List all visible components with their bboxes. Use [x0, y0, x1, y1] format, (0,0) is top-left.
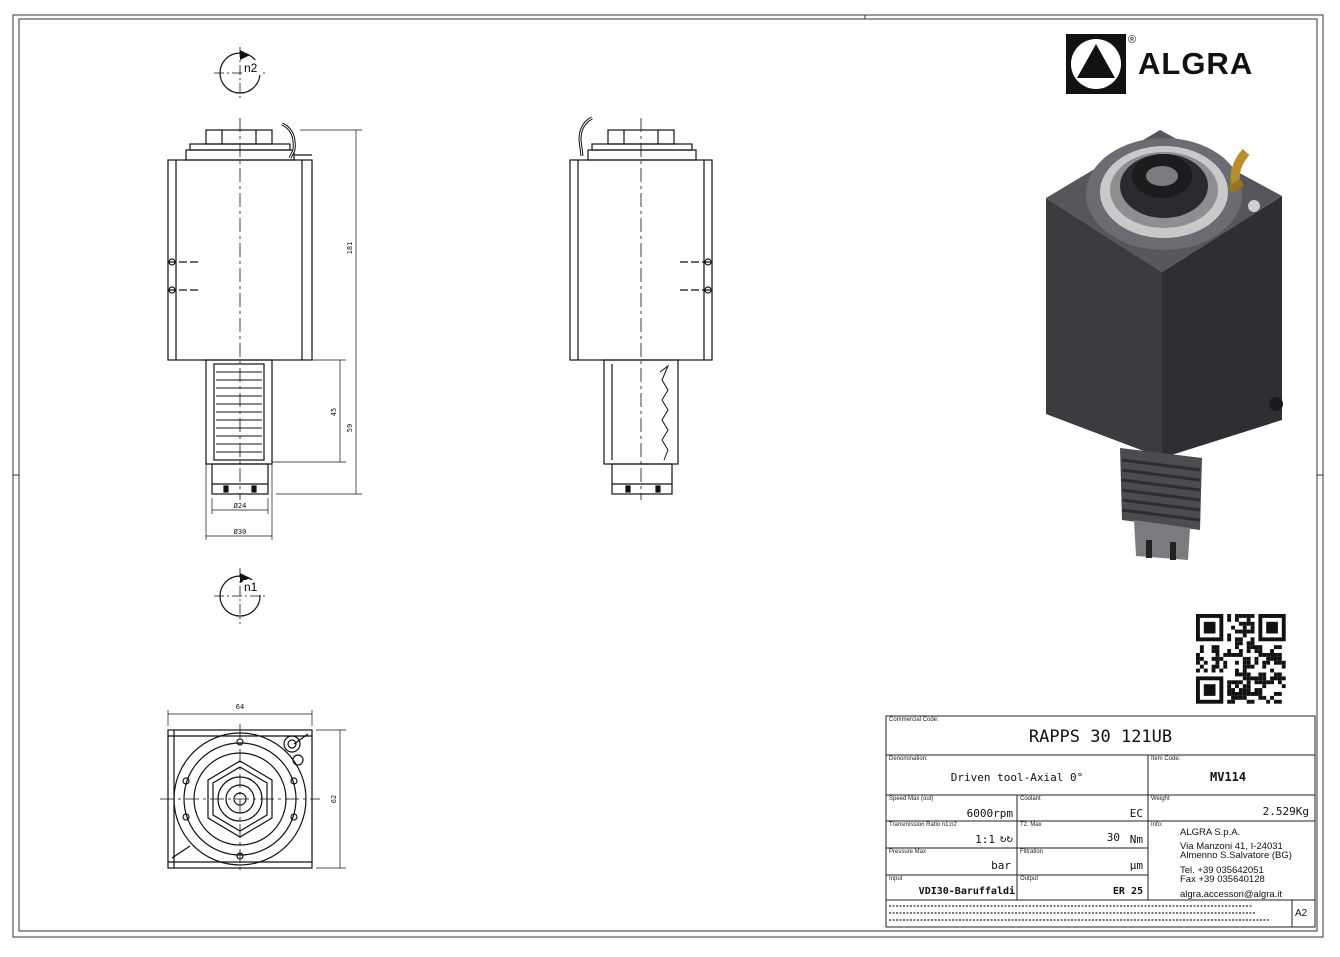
ratio-label: Transmission Ratio n1:n2	[889, 822, 957, 828]
commercial-code-cell: Commercial Code: RAPPS 30 121UB	[886, 716, 1315, 755]
isometric-render	[1046, 130, 1283, 560]
registered-mark: ®	[1128, 34, 1137, 46]
input-value: VDI30-Baruffaldi	[918, 886, 1015, 897]
weight-cell: Weight 2.529Kg	[1148, 795, 1315, 821]
title-block: Commercial Code: RAPPS 30 121UB Denomina…	[886, 716, 1315, 927]
outer-border	[12, 14, 1324, 938]
info-address: Via Manzoni 41, I-24031	[1180, 841, 1283, 852]
side-view	[569, 116, 713, 500]
item-code-cell: Item Code: MV114	[1148, 755, 1315, 795]
coolant-label: Coolant	[1020, 796, 1041, 802]
weight: 2.529Kg	[1262, 805, 1309, 818]
denomination-label: Denomination:	[889, 756, 928, 762]
dim-shank-dia: Ø30	[234, 528, 247, 536]
rotation-n1-symbol: n1	[214, 568, 266, 624]
pressure-cell: Pressure Max bar	[886, 848, 1017, 875]
ratio: 1:1	[975, 833, 995, 846]
speed-max-cell: Speed Max (out) 6000rpm	[886, 795, 1017, 821]
torque-label: T2. Max	[1020, 822, 1042, 828]
commercial-code: RAPPS 30 121UB	[1028, 727, 1173, 747]
output-value: ER 25	[1112, 886, 1143, 897]
ratio-cell: Transmission Ratio n1:n2 1:1 ↻↻	[886, 821, 1017, 848]
rotation-n2-label: n2	[244, 61, 258, 75]
info-tel: Tel. +39 035642051	[1180, 865, 1264, 876]
top-view-dimensions	[167, 710, 346, 869]
dim-shank-total: 59	[346, 424, 354, 432]
algra-logo-mark	[1066, 34, 1126, 94]
dim-shank-length: 45	[330, 408, 338, 416]
weight-label: Weight	[1151, 796, 1170, 802]
rotation-n1-label: n1	[244, 580, 258, 594]
speed-max-label: Speed Max (out)	[889, 796, 934, 802]
top-view	[160, 724, 320, 874]
info-label: Info:	[1151, 822, 1163, 828]
filtration-unit: µm	[1129, 859, 1143, 872]
front-view	[167, 118, 313, 500]
filtration-label: Filtration	[1020, 849, 1044, 855]
title-block-grid	[885, 715, 1316, 928]
output-label: Output	[1020, 876, 1039, 882]
speed-max: 6000rpm	[966, 807, 1013, 820]
output-cell: Output ER 25	[1017, 875, 1148, 900]
pressure-label: Pressure Max	[889, 849, 927, 855]
info-email: algra.accessori@algra.it	[1180, 889, 1283, 900]
denomination-cell: Denomination: Driven tool-Axial 0°	[886, 755, 1148, 795]
dim-width: 64	[236, 703, 244, 711]
brand-name: ALGRA	[1138, 46, 1254, 81]
torque-value: 30	[1106, 831, 1120, 844]
input-cell: Input VDI30-Baruffaldi	[886, 875, 1017, 900]
coolant: EC	[1129, 807, 1143, 820]
torque-unit: Nm	[1129, 833, 1143, 846]
pressure-unit: bar	[991, 859, 1011, 872]
sheet-size: A2	[1295, 908, 1308, 919]
denomination: Driven tool-Axial 0°	[950, 771, 1084, 784]
qr-code	[1196, 614, 1286, 704]
title-block-footer-text	[889, 905, 1270, 921]
info-cell: Info: ALGRA S.p.A. Via Manzoni 41, I-240…	[1148, 821, 1315, 900]
dim-depth: 62	[330, 795, 338, 803]
commercial-code-label: Commercial Code:	[889, 717, 939, 723]
input-label: Input	[889, 876, 903, 882]
dim-total-height: 181	[346, 242, 354, 255]
filtration-cell: Filtration µm	[1017, 848, 1148, 875]
info-city: Almenno S.Salvatore (BG)	[1180, 850, 1292, 861]
item-code-label: Item Code:	[1151, 756, 1181, 762]
info-company: ALGRA S.p.A.	[1180, 827, 1241, 838]
torque-cell: T2. Max 30 Nm	[1017, 821, 1148, 848]
item-code: MV114	[1210, 770, 1247, 784]
dim-collet-dia: Ø24	[234, 502, 247, 510]
front-view-dimensions	[205, 129, 362, 540]
brand-logo: ® ALGRA	[1066, 34, 1302, 96]
info-fax: Fax +39 035640128	[1180, 874, 1265, 885]
sheet-size-cell: A2	[1292, 900, 1315, 927]
rotation-n2-symbol: n2	[214, 47, 266, 100]
coolant-cell: Coolant EC	[1017, 795, 1148, 821]
ratio-rotation-icon: ↻↻	[999, 832, 1013, 845]
